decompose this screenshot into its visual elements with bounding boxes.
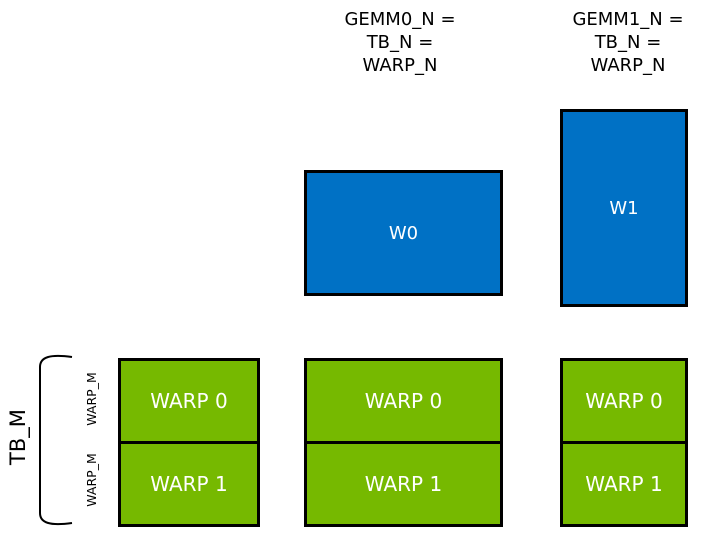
warp-m-axis-label-top: WARP_M [84, 372, 99, 426]
warp0-cell: WARP 0 [307, 361, 500, 441]
warp-grid-middle: WARP 0 WARP 1 [304, 358, 503, 527]
warp0-cell: WARP 0 [121, 361, 257, 441]
warp1-cell: WARP 1 [563, 441, 685, 524]
warp0-cell-label: WARP 0 [585, 389, 663, 413]
warp0-cell-label: WARP 0 [150, 389, 228, 413]
warp1-cell-label: WARP 1 [364, 472, 443, 496]
tb-m-axis-label: TB_M [6, 409, 30, 465]
warp1-cell: WARP 1 [121, 441, 257, 524]
warp0-cell-label: WARP 0 [364, 389, 443, 413]
warp1-cell-label: WARP 1 [150, 472, 228, 496]
warp-grid-left: WARP 0 WARP 1 [118, 358, 260, 527]
warp-box-w0-label: W0 [388, 222, 419, 244]
tb-m-bracket-icon [39, 354, 73, 526]
warp1-cell-label: WARP 1 [585, 472, 663, 496]
warp-box-w0: W0 [304, 170, 503, 296]
warp-box-w1: W1 [560, 109, 688, 307]
warp-box-w1-label: W1 [609, 197, 639, 219]
warp-grid-right: WARP 0 WARP 1 [560, 358, 688, 527]
warp0-cell: WARP 0 [563, 361, 685, 441]
warp1-cell: WARP 1 [307, 441, 500, 524]
warp-m-axis-label-bottom: WARP_M [84, 453, 99, 507]
gemm1-n-header-label: GEMM1_N = TB_N = WARP_N [572, 9, 684, 76]
gemm0-n-header-label: GEMM0_N = TB_N = WARP_N [344, 9, 456, 76]
